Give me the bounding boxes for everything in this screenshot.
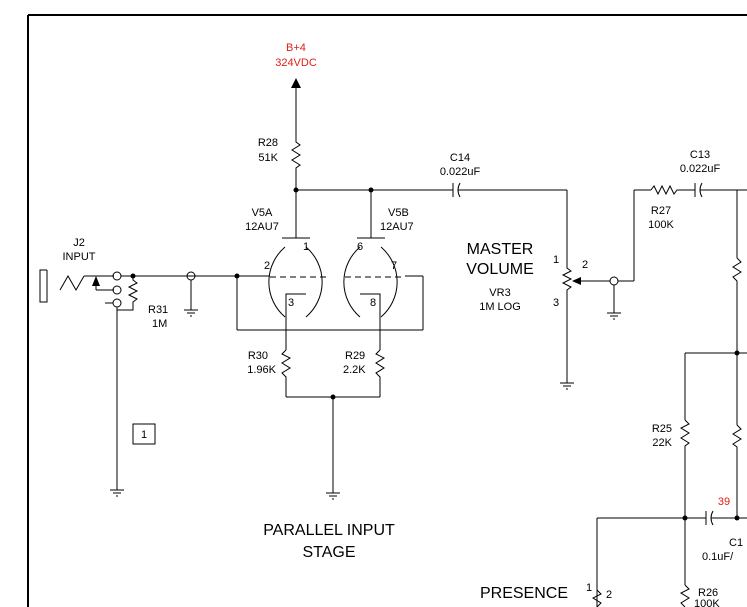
v5a-ref: V5A	[252, 207, 273, 219]
presence-label: PRESENCE	[480, 585, 568, 602]
r30-ref: R30	[248, 350, 268, 362]
presence-control: PRESENCE 1 2	[480, 582, 612, 607]
c13-ref: C13	[690, 149, 710, 161]
resistor-r28: R28 51K	[258, 137, 301, 190]
v5b-pin-cathode: 8	[370, 297, 376, 309]
r27-ref: R27	[651, 205, 671, 217]
r29-value: 2.2K	[343, 364, 366, 376]
capacitor-c13: C13 0.022uF	[680, 149, 747, 198]
v5b-pin-grid: 7	[391, 260, 397, 272]
vr3-ref: VR3	[489, 287, 510, 299]
r31-value: 1M	[152, 318, 167, 330]
vr3-value: 1M LOG	[479, 301, 521, 313]
j2-label: INPUT	[63, 251, 96, 263]
vr3-pin2: 2	[582, 259, 588, 271]
section-marker: 1	[132, 423, 156, 445]
input-jack-j2: J2 INPUT	[39, 237, 140, 497]
r25-ref: R25	[652, 423, 672, 435]
resistor-r31: R31 1M	[117, 276, 168, 330]
r28-ref: R28	[258, 137, 278, 149]
v5a-type: 12AU7	[245, 221, 279, 233]
presence-pin1: 1	[586, 582, 592, 594]
node-39-label: 39	[718, 496, 730, 508]
r30-value: 1.96K	[247, 364, 276, 376]
v5b-ref: V5B	[388, 207, 409, 219]
sheet-border	[27, 14, 747, 607]
v5b-pin-plate: 6	[357, 241, 363, 253]
v5a-pin-plate: 1	[303, 241, 309, 253]
c14-ref: C14	[450, 152, 470, 164]
master-volume-vr3: MASTER VOLUME VR3 1M LOG 1 2 3	[466, 189, 651, 390]
vr3-pin1: 1	[553, 254, 559, 266]
stage-title: PARALLEL INPUT STAGE	[263, 522, 395, 561]
cathode-resistors: R30 1.96K R29 2.2K	[247, 305, 386, 500]
c11-ref: C1	[729, 537, 743, 549]
supply-b4: B+4 324VDC	[275, 42, 317, 138]
vr3-pin3: 3	[553, 297, 559, 309]
r28-value: 51K	[258, 152, 278, 164]
stage-title-line1: PARALLEL INPUT	[263, 522, 395, 539]
r31-ref: R31	[148, 304, 168, 316]
r29-ref: R29	[345, 350, 365, 362]
plate-bus	[293, 187, 453, 238]
grid-wiring	[140, 271, 424, 331]
presence-pin2: 2	[606, 589, 612, 601]
v5b-type: 12AU7	[380, 221, 414, 233]
capacitor-c14: C14 0.022uF	[440, 152, 568, 265]
c14-value: 0.022uF	[440, 166, 481, 178]
master-label-line2: VOLUME	[466, 261, 534, 278]
marker-number: 1	[141, 429, 147, 441]
resistor-r27: R27 100K	[648, 184, 695, 231]
v5a-pin-cathode: 3	[288, 297, 294, 309]
supply-arrow-icon	[291, 78, 301, 88]
v5a-pin-grid: 2	[264, 260, 270, 272]
j2-ref: J2	[73, 237, 85, 249]
tone-network-partial: R25 22K 39 C1 0.1uF/ R26 100K	[596, 190, 747, 607]
master-label-line1: MASTER	[467, 241, 534, 258]
r27-value: 100K	[648, 219, 674, 231]
supply-label: B+4	[286, 42, 306, 54]
supply-voltage: 324VDC	[275, 57, 317, 69]
stage-title-line2: STAGE	[302, 544, 355, 561]
r25-value: 22K	[652, 437, 672, 449]
r26-value: 100K	[694, 598, 720, 607]
tube-v5b: V5B 12AU7 6 7 8	[343, 207, 414, 318]
c13-value: 0.022uF	[680, 163, 721, 175]
r26-ref: R26	[698, 587, 718, 599]
c11-value: 0.1uF/	[702, 551, 734, 563]
tube-v5a: V5A 12AU7 1 2 3	[245, 207, 330, 318]
